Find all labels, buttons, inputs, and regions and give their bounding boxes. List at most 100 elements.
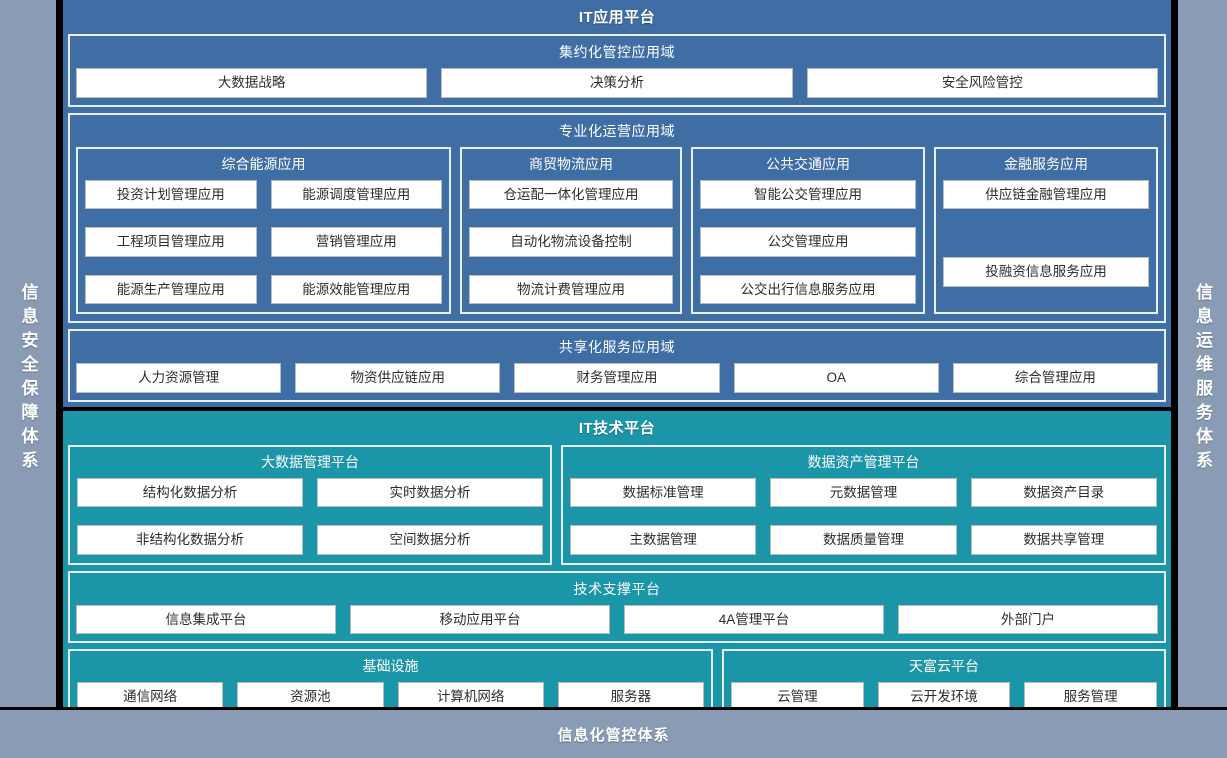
group-integrated-energy: 综合能源应用 投资计划管理应用 能源调度管理应用 工程项目管理应用 营销管理应用: [76, 146, 451, 315]
chip-row: 智能公交管理应用: [700, 179, 916, 210]
chip-row: 供应链金融管理应用: [943, 179, 1149, 210]
bottom-bar: 信息化管控体系: [0, 707, 1227, 758]
energy-item-energy-dispatch[interactable]: 能源调度管理应用: [270, 179, 442, 210]
bigdata-item-unstructured-analysis[interactable]: 非结构化数据分析: [77, 525, 303, 555]
support-item-info-integration[interactable]: 信息集成平台: [76, 604, 336, 635]
chip-row: 公交管理应用: [700, 227, 916, 257]
left-side-label: 信息安全保障体系: [18, 283, 38, 475]
asset-item-data-standard[interactable]: 数据标准管理: [570, 477, 757, 508]
app-item-security-risk-control[interactable]: 安全风险管控: [806, 68, 1158, 98]
group-body: 供应链金融管理应用 投融资信息服务应用: [943, 179, 1149, 305]
trade-item-automated-logistics[interactable]: 自动化物流设备控制: [469, 227, 673, 257]
it-technology-platform: IT技术平台 大数据管理平台 结构化数据分析 实时数据分析 非结构化数据分析 空…: [63, 406, 1171, 758]
support-item-mobile-app[interactable]: 移动应用平台: [350, 604, 610, 635]
cloud-item-service-management[interactable]: 服务管理: [1024, 682, 1158, 712]
support-item-external-portal[interactable]: 外部门户: [898, 604, 1158, 635]
energy-item-marketing[interactable]: 营销管理应用: [270, 227, 442, 257]
chip-row: 信息集成平台 移动应用平台 4A管理平台 外部门户: [76, 604, 1158, 635]
center-column: IT应用平台 集约化管控应用域 大数据战略 决策分析 安全风险管控 专业化运营应…: [63, 0, 1171, 758]
chip-row: [943, 227, 1149, 239]
chip-row: 非结构化数据分析 空间数据分析: [77, 525, 543, 555]
bottom-bar-label: 信息化管控体系: [557, 726, 670, 744]
domain-professional-operation: 专业化运营应用域 综合能源应用 投资计划管理应用 能源调度管理应用 工程项目管理…: [68, 112, 1166, 324]
asset-item-metadata[interactable]: 元数据管理: [770, 477, 957, 508]
bigdata-item-spatial-analysis[interactable]: 空间数据分析: [317, 525, 543, 555]
transit-item-bus-management[interactable]: 公交管理应用: [700, 227, 916, 257]
it-application-platform-title: IT应用平台: [578, 9, 656, 26]
chip-row: 自动化物流设备控制: [469, 227, 673, 257]
energy-item-energy-production[interactable]: 能源生产管理应用: [85, 274, 257, 305]
chip-row: 大数据战略 决策分析 安全风险管控: [76, 68, 1158, 98]
chip-row: 云管理 云开发环境 服务管理: [731, 682, 1158, 712]
group-financial-service: 金融服务应用 供应链金融管理应用 投融资信息服务应用: [934, 146, 1158, 315]
energy-item-energy-efficiency[interactable]: 能源效能管理应用: [270, 274, 442, 305]
left-divider: [56, 0, 63, 758]
group-public-transit-title: 公共交通应用: [766, 155, 850, 172]
group-body: 仓运配一体化管理应用 自动化物流设备控制 物流计费管理应用: [469, 179, 673, 305]
cloud-item-cloud-dev-env[interactable]: 云开发环境: [877, 682, 1011, 712]
group-body: 数据标准管理 元数据管理 数据资产目录 主数据管理 数据质量管理 数据共享管理: [570, 477, 1157, 555]
group-trade-logistics-title: 商贸物流应用: [529, 155, 613, 172]
cloud-item-cloud-management[interactable]: 云管理: [731, 682, 864, 712]
chip-row: 数据标准管理 元数据管理 数据资产目录: [570, 477, 1157, 508]
asset-item-data-quality[interactable]: 数据质量管理: [770, 525, 957, 555]
energy-item-investment-plan[interactable]: 投资计划管理应用: [85, 179, 257, 210]
group-row-professional: 综合能源应用 投资计划管理应用 能源调度管理应用 工程项目管理应用 营销管理应用: [76, 146, 1158, 315]
asset-item-data-catalog[interactable]: 数据资产目录: [970, 477, 1157, 508]
chip-row: 投融资信息服务应用: [943, 257, 1149, 287]
group-data-asset-platform: 数据资产管理平台 数据标准管理 元数据管理 数据资产目录 主数据管理 数据质量管…: [561, 444, 1166, 565]
group-row-data-platforms: 大数据管理平台 结构化数据分析 实时数据分析 非结构化数据分析 空间数据分析 数…: [68, 444, 1166, 565]
right-divider: [1171, 0, 1178, 758]
group-tianfu-cloud-platform-title: 天富云平台: [909, 658, 979, 675]
bigdata-item-structured-analysis[interactable]: 结构化数据分析: [77, 477, 303, 508]
shared-item-oa[interactable]: OA: [733, 363, 939, 393]
group-big-data-platform-title: 大数据管理平台: [261, 453, 359, 470]
app-item-big-data-strategy[interactable]: 大数据战略: [76, 68, 428, 98]
app-item-decision-analysis[interactable]: 决策分析: [441, 68, 793, 98]
infra-item-computer-network[interactable]: 计算机网络: [397, 682, 544, 712]
group-body: 智能公交管理应用 公交管理应用 公交出行信息服务应用: [700, 179, 916, 305]
finance-item-supply-chain-finance[interactable]: 供应链金融管理应用: [943, 179, 1149, 210]
domain-technical-support: 技术支撑平台 信息集成平台 移动应用平台 4A管理平台 外部门户: [68, 570, 1166, 644]
support-item-4a-management[interactable]: 4A管理平台: [624, 604, 884, 635]
shared-item-material-supply-chain[interactable]: 物资供应链应用: [295, 363, 501, 393]
group-data-asset-platform-title: 数据资产管理平台: [807, 453, 920, 470]
chip-row: 仓运配一体化管理应用: [469, 179, 673, 210]
it-application-platform: IT应用平台 集约化管控应用域 大数据战略 决策分析 安全风险管控 专业化运营应…: [63, 0, 1171, 407]
infra-item-communication-network[interactable]: 通信网络: [77, 682, 224, 712]
shared-item-comprehensive-management[interactable]: 综合管理应用: [952, 363, 1159, 393]
transit-item-smart-bus[interactable]: 智能公交管理应用: [700, 179, 916, 210]
right-side-bar: 信息运维服务体系: [1178, 0, 1227, 758]
chip-row: 能源生产管理应用 能源效能管理应用: [85, 274, 442, 305]
chip-row: 主数据管理 数据质量管理 数据共享管理: [570, 525, 1157, 555]
bigdata-item-realtime-analysis[interactable]: 实时数据分析: [317, 477, 543, 508]
shared-item-finance-management[interactable]: 财务管理应用: [514, 363, 720, 393]
group-financial-service-title: 金融服务应用: [1004, 155, 1088, 172]
group-infrastructure-title: 基础设施: [362, 658, 419, 675]
transit-item-travel-info-service[interactable]: 公交出行信息服务应用: [700, 274, 916, 305]
group-body: 投资计划管理应用 能源调度管理应用 工程项目管理应用 营销管理应用 能源生产管理…: [85, 179, 442, 305]
asset-item-data-sharing[interactable]: 数据共享管理: [970, 525, 1157, 555]
group-big-data-platform: 大数据管理平台 结构化数据分析 实时数据分析 非结构化数据分析 空间数据分析: [68, 444, 552, 565]
it-technology-platform-title: IT技术平台: [578, 419, 656, 437]
domain-intensive-control: 集约化管控应用域 大数据战略 决策分析 安全风险管控: [68, 34, 1166, 107]
domain-shared-service: 共享化服务应用域 人力资源管理 物资供应链应用 财务管理应用 OA 综合管理应用: [68, 329, 1166, 402]
finance-item-placeholder: [943, 227, 1149, 239]
chip-row: 公交出行信息服务应用: [700, 274, 916, 305]
group-public-transit: 公共交通应用 智能公交管理应用 公交管理应用 公交出行信息服务应用: [691, 146, 925, 315]
trade-item-logistics-billing[interactable]: 物流计费管理应用: [469, 274, 673, 305]
finance-item-investment-financing-info[interactable]: 投融资信息服务应用: [943, 257, 1149, 287]
trade-item-integrated-warehouse[interactable]: 仓运配一体化管理应用: [469, 179, 673, 210]
chip-row: 人力资源管理 物资供应链应用 财务管理应用 OA 综合管理应用: [76, 363, 1159, 393]
chip-row: 结构化数据分析 实时数据分析: [77, 477, 543, 508]
energy-item-engineering-project[interactable]: 工程项目管理应用: [85, 227, 257, 257]
right-side-label: 信息运维服务体系: [1193, 283, 1212, 475]
shared-item-hr-management[interactable]: 人力资源管理: [76, 363, 282, 393]
domain-shared-service-title: 共享化服务应用域: [559, 339, 675, 356]
group-trade-logistics: 商贸物流应用 仓运配一体化管理应用 自动化物流设备控制 物流计费管理应用: [460, 146, 682, 315]
domain-professional-operation-title: 专业化运营应用域: [559, 122, 675, 139]
chip-row: 物流计费管理应用: [469, 274, 673, 305]
domain-technical-support-title: 技术支撑平台: [573, 580, 661, 597]
asset-item-master-data[interactable]: 主数据管理: [570, 525, 757, 555]
group-body: 结构化数据分析 实时数据分析 非结构化数据分析 空间数据分析: [77, 477, 543, 555]
